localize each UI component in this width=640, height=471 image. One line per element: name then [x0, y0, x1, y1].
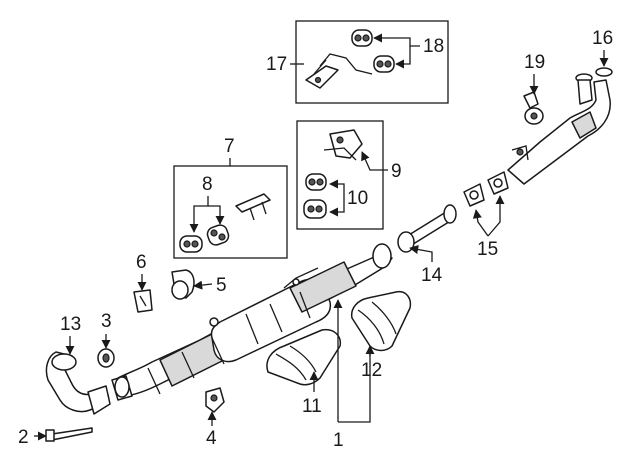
nut-3[interactable] [97, 348, 115, 368]
heat-shield-11[interactable] [266, 328, 342, 386]
callout-labels: 1 2 3 4 5 6 7 8 9 10 11 12 13 14 15 16 1… [18, 28, 613, 451]
insulator-18a[interactable] [351, 29, 373, 47]
intermediate-pipe-14[interactable] [397, 204, 457, 253]
label-18: 18 [423, 36, 444, 57]
insulator-10b[interactable] [303, 199, 327, 219]
callout-box-9-10 [296, 120, 384, 230]
hanger-bracket-7[interactable] [235, 193, 271, 221]
insulator-18b[interactable] [373, 55, 395, 73]
label-13: 13 [60, 314, 81, 335]
label-5: 5 [216, 275, 227, 296]
converter-assembly[interactable] [111, 243, 393, 401]
label-16: 16 [592, 28, 613, 49]
label-6: 6 [136, 252, 147, 273]
heat-shield-12[interactable] [350, 290, 412, 352]
hanger-bracket-9[interactable] [323, 129, 363, 161]
hanger-bracket-17[interactable] [305, 53, 373, 89]
front-pipe-13[interactable] [45, 351, 111, 415]
label-1: 1 [333, 430, 344, 451]
label-12: 12 [361, 360, 382, 381]
bracket-4[interactable] [205, 387, 225, 413]
label-8: 8 [202, 174, 213, 195]
leader-lines [34, 33, 609, 441]
label-7: 7 [224, 136, 235, 157]
label-9: 9 [391, 161, 402, 182]
label-11: 11 [302, 396, 322, 417]
hanger-5[interactable] [171, 269, 195, 300]
label-3: 3 [101, 311, 112, 332]
label-2: 2 [18, 427, 29, 448]
label-10: 10 [347, 188, 368, 209]
hanger-19[interactable] [523, 91, 544, 125]
gasket-15a[interactable] [463, 183, 485, 207]
label-4: 4 [206, 428, 217, 449]
label-15: 15 [477, 239, 498, 260]
bolt-2[interactable] [45, 427, 93, 442]
gasket-15b[interactable] [487, 171, 509, 195]
callout-box-17-18 [295, 20, 449, 104]
label-19: 19 [524, 52, 545, 73]
insulator-10a[interactable] [305, 173, 327, 191]
label-17: 17 [266, 54, 287, 75]
tail-pipe-16[interactable] [507, 67, 613, 185]
label-14: 14 [421, 265, 443, 286]
insulator-8b[interactable] [206, 223, 231, 247]
insulator-8a[interactable] [179, 235, 203, 253]
bracket-6[interactable] [133, 289, 153, 313]
